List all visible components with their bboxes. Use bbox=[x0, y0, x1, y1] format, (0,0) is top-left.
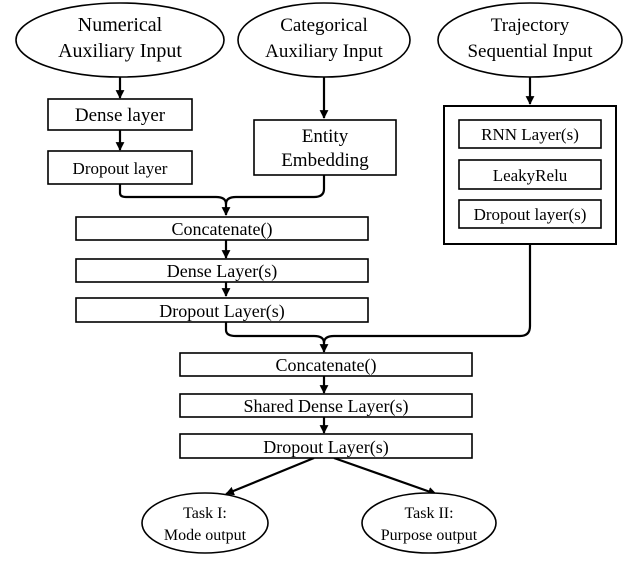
numerical-input-node: Numerical Auxiliary Input bbox=[15, 2, 225, 78]
trajectory-input-label-line2: Sequential Input bbox=[467, 41, 593, 62]
trajectory-layers-group: RNN Layer(s) LeakyRelu Dropout layer(s) bbox=[443, 105, 617, 245]
numerical-dropout-layer-label: Dropout layer bbox=[73, 159, 168, 178]
auxiliary-concatenate-node: Concatenate() bbox=[75, 216, 369, 241]
auxiliary-concatenate-label: Concatenate() bbox=[172, 219, 273, 240]
auxiliary-dense-layers-node: Dense Layer(s) bbox=[75, 258, 369, 283]
task1-output-node: Task I: Mode output bbox=[141, 492, 269, 554]
leakyrelu-label: LeakyRelu bbox=[493, 166, 568, 185]
rnn-layers-node: RNN Layer(s) bbox=[458, 119, 602, 149]
edge-shared-dropout-to-task1 bbox=[225, 456, 315, 496]
rnn-layers-label: RNN Layer(s) bbox=[481, 125, 579, 144]
edge-embedding-to-concatenate bbox=[224, 175, 326, 205]
trajectory-input-label-line1: Trajectory bbox=[491, 15, 570, 36]
trajectory-input-node: Trajectory Sequential Input bbox=[437, 2, 623, 78]
leakyrelu-node: LeakyRelu bbox=[458, 159, 602, 190]
shared-dense-layers-label: Shared Dense Layer(s) bbox=[244, 396, 409, 417]
numerical-input-label-line2: Auxiliary Input bbox=[58, 40, 182, 62]
trajectory-dropout-layers-node: Dropout layer(s) bbox=[458, 199, 602, 229]
shared-dropout-layers-node: Dropout Layer(s) bbox=[179, 433, 473, 459]
entity-embedding-label-line1: Entity bbox=[302, 126, 349, 147]
shared-concatenate-node: Concatenate() bbox=[179, 352, 473, 377]
task2-output-label-line1: Task II: bbox=[404, 505, 453, 522]
task1-output-label-line1: Task I: bbox=[183, 505, 227, 522]
numerical-dense-layer-label: Dense layer bbox=[75, 105, 166, 126]
shared-dense-layers-node: Shared Dense Layer(s) bbox=[179, 393, 473, 418]
shared-dropout-layers-label: Dropout Layer(s) bbox=[263, 437, 388, 458]
auxiliary-dropout-layers-node: Dropout Layer(s) bbox=[75, 297, 369, 323]
edges bbox=[115, 77, 535, 496]
auxiliary-dropout-layers-label: Dropout Layer(s) bbox=[159, 301, 284, 322]
numerical-dropout-layer-node: Dropout layer bbox=[47, 150, 193, 185]
edge-trajectory-group-to-shared-concatenate bbox=[322, 244, 532, 344]
numerical-input-label-line1: Numerical bbox=[78, 14, 163, 36]
edge-dropout-to-concatenate bbox=[118, 184, 231, 216]
entity-embedding-label-line2: Embedding bbox=[281, 150, 369, 171]
categorical-input-label-line1: Categorical bbox=[280, 15, 368, 36]
entity-embedding-node: Entity Embedding bbox=[253, 119, 397, 176]
task1-output-label-line2: Mode output bbox=[164, 527, 247, 544]
categorical-input-node: Categorical Auxiliary Input bbox=[237, 2, 411, 78]
task2-output-node: Task II: Purpose output bbox=[361, 492, 497, 554]
edge-dropout-layers-to-shared-concatenate bbox=[224, 322, 329, 353]
numerical-dense-layer-node: Dense layer bbox=[47, 98, 193, 131]
trajectory-dropout-layers-label: Dropout layer(s) bbox=[474, 205, 587, 224]
categorical-input-label-line2: Auxiliary Input bbox=[265, 41, 383, 62]
shared-concatenate-label: Concatenate() bbox=[276, 355, 377, 376]
task2-output-label-line2: Purpose output bbox=[381, 527, 478, 544]
edge-shared-dropout-to-task2 bbox=[333, 456, 437, 496]
auxiliary-dense-layers-label: Dense Layer(s) bbox=[167, 261, 277, 282]
